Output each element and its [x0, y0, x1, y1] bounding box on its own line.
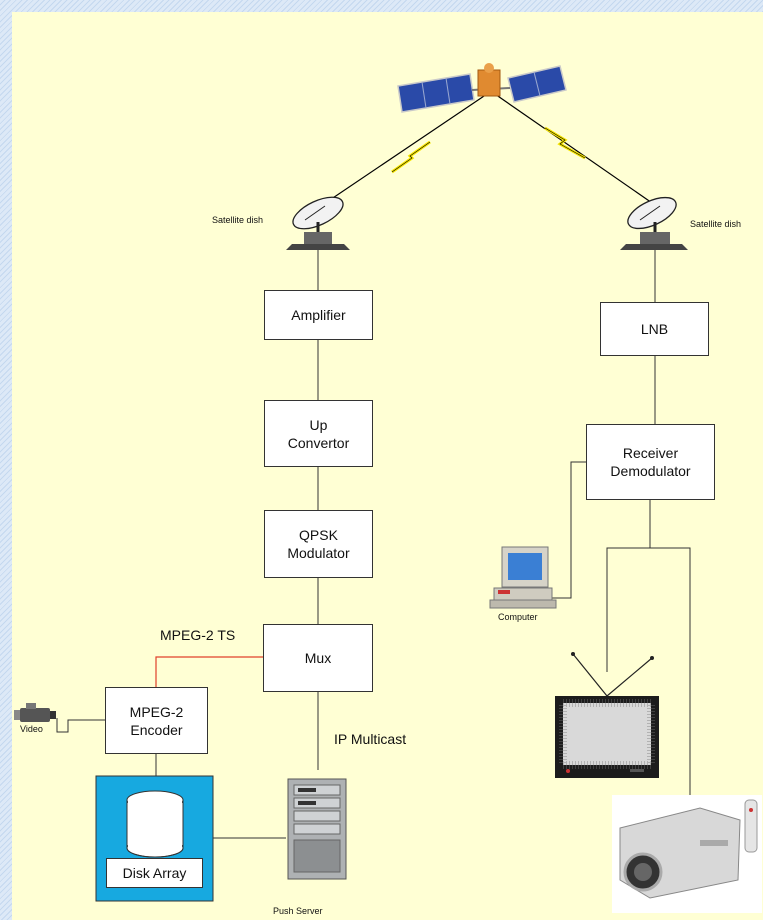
- amplifier-box: Amplifier: [264, 290, 373, 340]
- up-convertor-box: Up Convertor: [264, 400, 373, 467]
- mpeg2-ts-link: [155, 656, 263, 687]
- receiver-demodulator-box: Receiver Demodulator: [586, 424, 715, 500]
- amplifier-label: Amplifier: [291, 307, 346, 323]
- push-server-label: Push Server: [273, 906, 323, 916]
- lnb-box: LNB: [600, 302, 709, 356]
- mux-label: Mux: [304, 650, 332, 666]
- satellite-dish-icon: [620, 196, 688, 250]
- computer-icon: [489, 546, 557, 609]
- qpsk-modulator-label-1: QPSK: [299, 527, 338, 543]
- mpeg2-encoder-box: MPEG-2 Encoder: [105, 687, 208, 754]
- satellite-beams: [317, 91, 656, 209]
- up-convertor-label-2: Convertor: [287, 434, 350, 451]
- satellite-dish-left-label: Satellite dish: [212, 215, 264, 225]
- satellite-icon: [397, 63, 567, 113]
- server-icon: [287, 778, 347, 880]
- mpeg2-encoder-label-2: Encoder: [130, 721, 183, 738]
- television-icon: [555, 652, 659, 778]
- downlink-chain-lines: [550, 248, 691, 795]
- mux-box: Mux: [263, 624, 373, 692]
- qpsk-modulator-label-2: Modulator: [287, 545, 350, 561]
- qpsk-modulator-box: QPSK Modulator: [264, 510, 373, 578]
- receiver-demodulator-label-1: Receiver: [622, 445, 679, 461]
- mpeg2-ts-label: MPEG-2 TS: [160, 627, 236, 643]
- receiver-demodulator-label-2: Demodulator: [610, 463, 691, 479]
- disk-array-label: Disk Array: [122, 865, 187, 881]
- video-label: Video: [20, 724, 43, 734]
- lnb-label: LNB: [640, 321, 669, 337]
- video-camera-icon: [14, 703, 56, 722]
- computer-label: Computer: [498, 612, 538, 622]
- satellite-dish-icon: [286, 196, 350, 250]
- projector-icon: [612, 795, 762, 913]
- disk-array-box: Disk Array: [106, 858, 203, 888]
- ip-multicast-label: IP Multicast: [334, 731, 407, 747]
- mpeg2-encoder-label-1: MPEG-2: [129, 703, 184, 720]
- up-convertor-label-1: Up: [309, 416, 328, 433]
- satellite-dish-right-label: Satellite dish: [690, 219, 742, 229]
- uplink-chain-lines: [56, 248, 319, 839]
